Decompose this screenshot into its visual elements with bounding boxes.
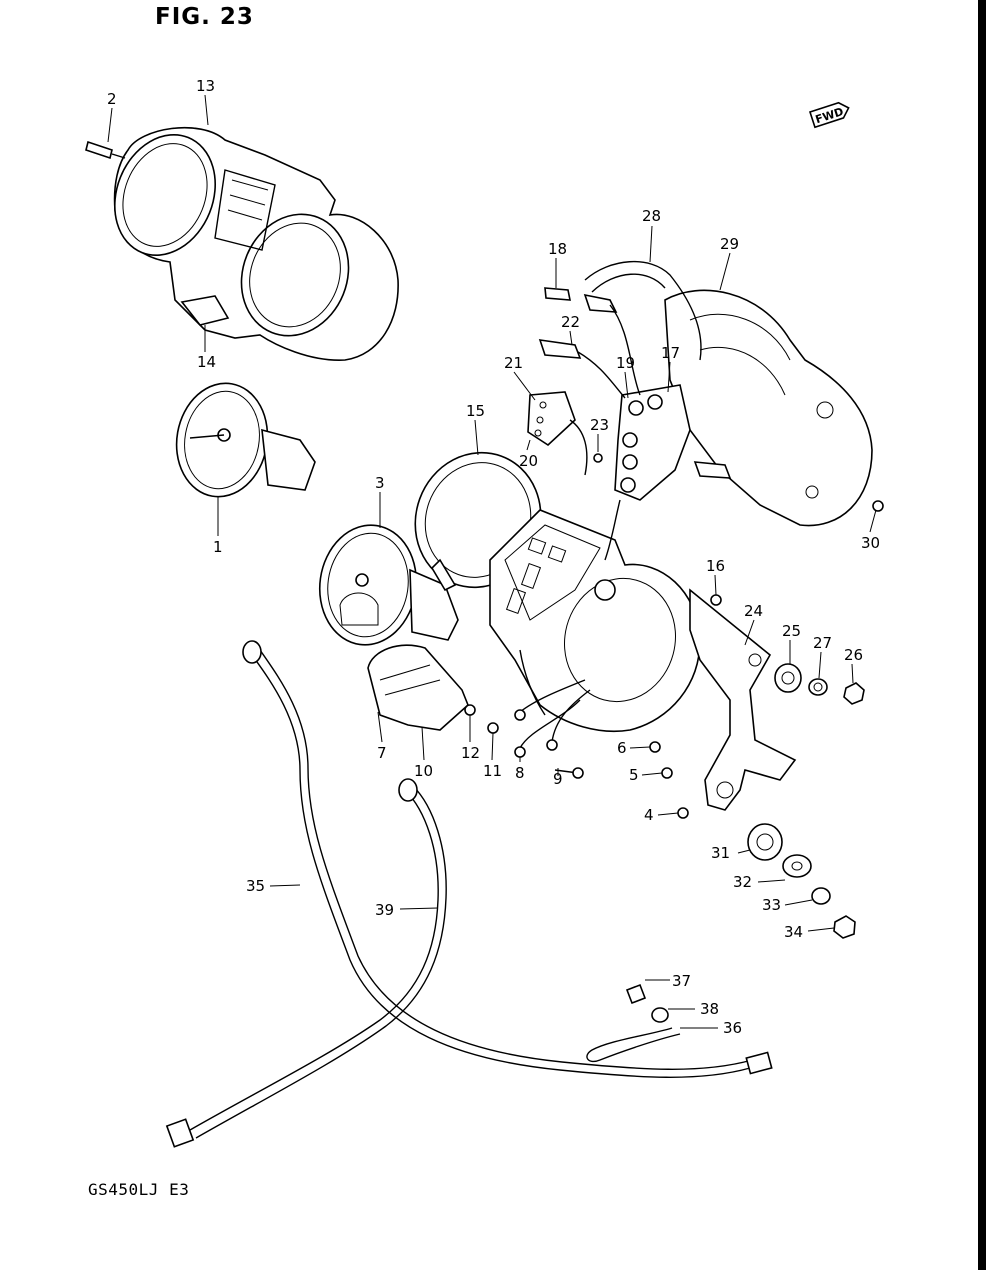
cable-clamp-hardware: [586, 983, 681, 1063]
model-code: GS450LJ E3: [88, 1180, 190, 1199]
callout-labels: 2 13 14 1 3 15 18 28 29 22 21 19 17 20 2…: [107, 77, 880, 1037]
callout-31: 31: [711, 844, 730, 862]
callout-38: 38: [700, 1000, 719, 1018]
meter-drive-unit: [367, 644, 469, 731]
trip-knob: [85, 140, 126, 160]
callout-2: 2: [107, 90, 117, 108]
callout-19: 19: [616, 354, 635, 372]
callout-6: 6: [617, 739, 627, 757]
callout-3: 3: [375, 474, 385, 492]
callout-37: 37: [672, 972, 691, 990]
callout-27: 27: [813, 634, 832, 652]
page-edge-rule: [978, 0, 986, 1270]
callout-11: 11: [483, 762, 502, 780]
lower-tab: [180, 295, 230, 326]
callout-15: 15: [466, 402, 485, 420]
callout-12: 12: [461, 744, 480, 762]
forward-direction-badge: FWD: [808, 101, 850, 129]
callout-26: 26: [844, 646, 863, 664]
callout-28: 28: [642, 207, 661, 225]
callout-17: 17: [661, 344, 680, 362]
callout-8: 8: [515, 764, 525, 782]
bulb-socket-harness: [538, 293, 732, 561]
callout-36: 36: [723, 1019, 742, 1037]
speedometer-unit: [318, 524, 459, 646]
callout-33: 33: [762, 896, 781, 914]
callout-25: 25: [782, 622, 801, 640]
callout-10: 10: [414, 762, 433, 780]
callout-20: 20: [519, 452, 538, 470]
damper-hardware-upper: [774, 663, 865, 705]
callout-21: 21: [504, 354, 523, 372]
indicator-bulb: [544, 287, 571, 301]
callout-35: 35: [246, 877, 265, 895]
damper-hardware-lower: [747, 823, 856, 939]
connector-block: [527, 391, 588, 476]
callout-32: 32: [733, 873, 752, 891]
rear-cover: [664, 289, 873, 527]
callout-13: 13: [196, 77, 215, 95]
callout-18: 18: [548, 240, 567, 258]
callout-1: 1: [213, 538, 223, 556]
callout-24: 24: [744, 602, 763, 620]
wire-lead-terminals: [514, 679, 591, 758]
meter-bracket: [689, 588, 797, 811]
callout-39: 39: [375, 901, 394, 919]
retaining-band: [584, 260, 702, 361]
speedometer-cable: [242, 640, 773, 1078]
tachometer-unit: [175, 382, 316, 498]
callout-9: 9: [553, 770, 563, 788]
callout-16: 16: [706, 557, 725, 575]
figure-title: FIG. 23: [155, 4, 254, 30]
callout-30: 30: [861, 534, 880, 552]
callout-4: 4: [644, 806, 654, 824]
callout-23: 23: [590, 416, 609, 434]
callout-34: 34: [784, 923, 803, 941]
callout-22: 22: [561, 313, 580, 331]
callout-5: 5: [629, 766, 639, 784]
callout-29: 29: [720, 235, 739, 253]
callout-7: 7: [377, 744, 387, 762]
tachometer-cable: [165, 778, 447, 1148]
leader-lines: [107, 94, 877, 1029]
meter-lower-case: [489, 509, 701, 733]
meter-case-assembly: [113, 126, 399, 361]
callout-14: 14: [197, 353, 216, 371]
